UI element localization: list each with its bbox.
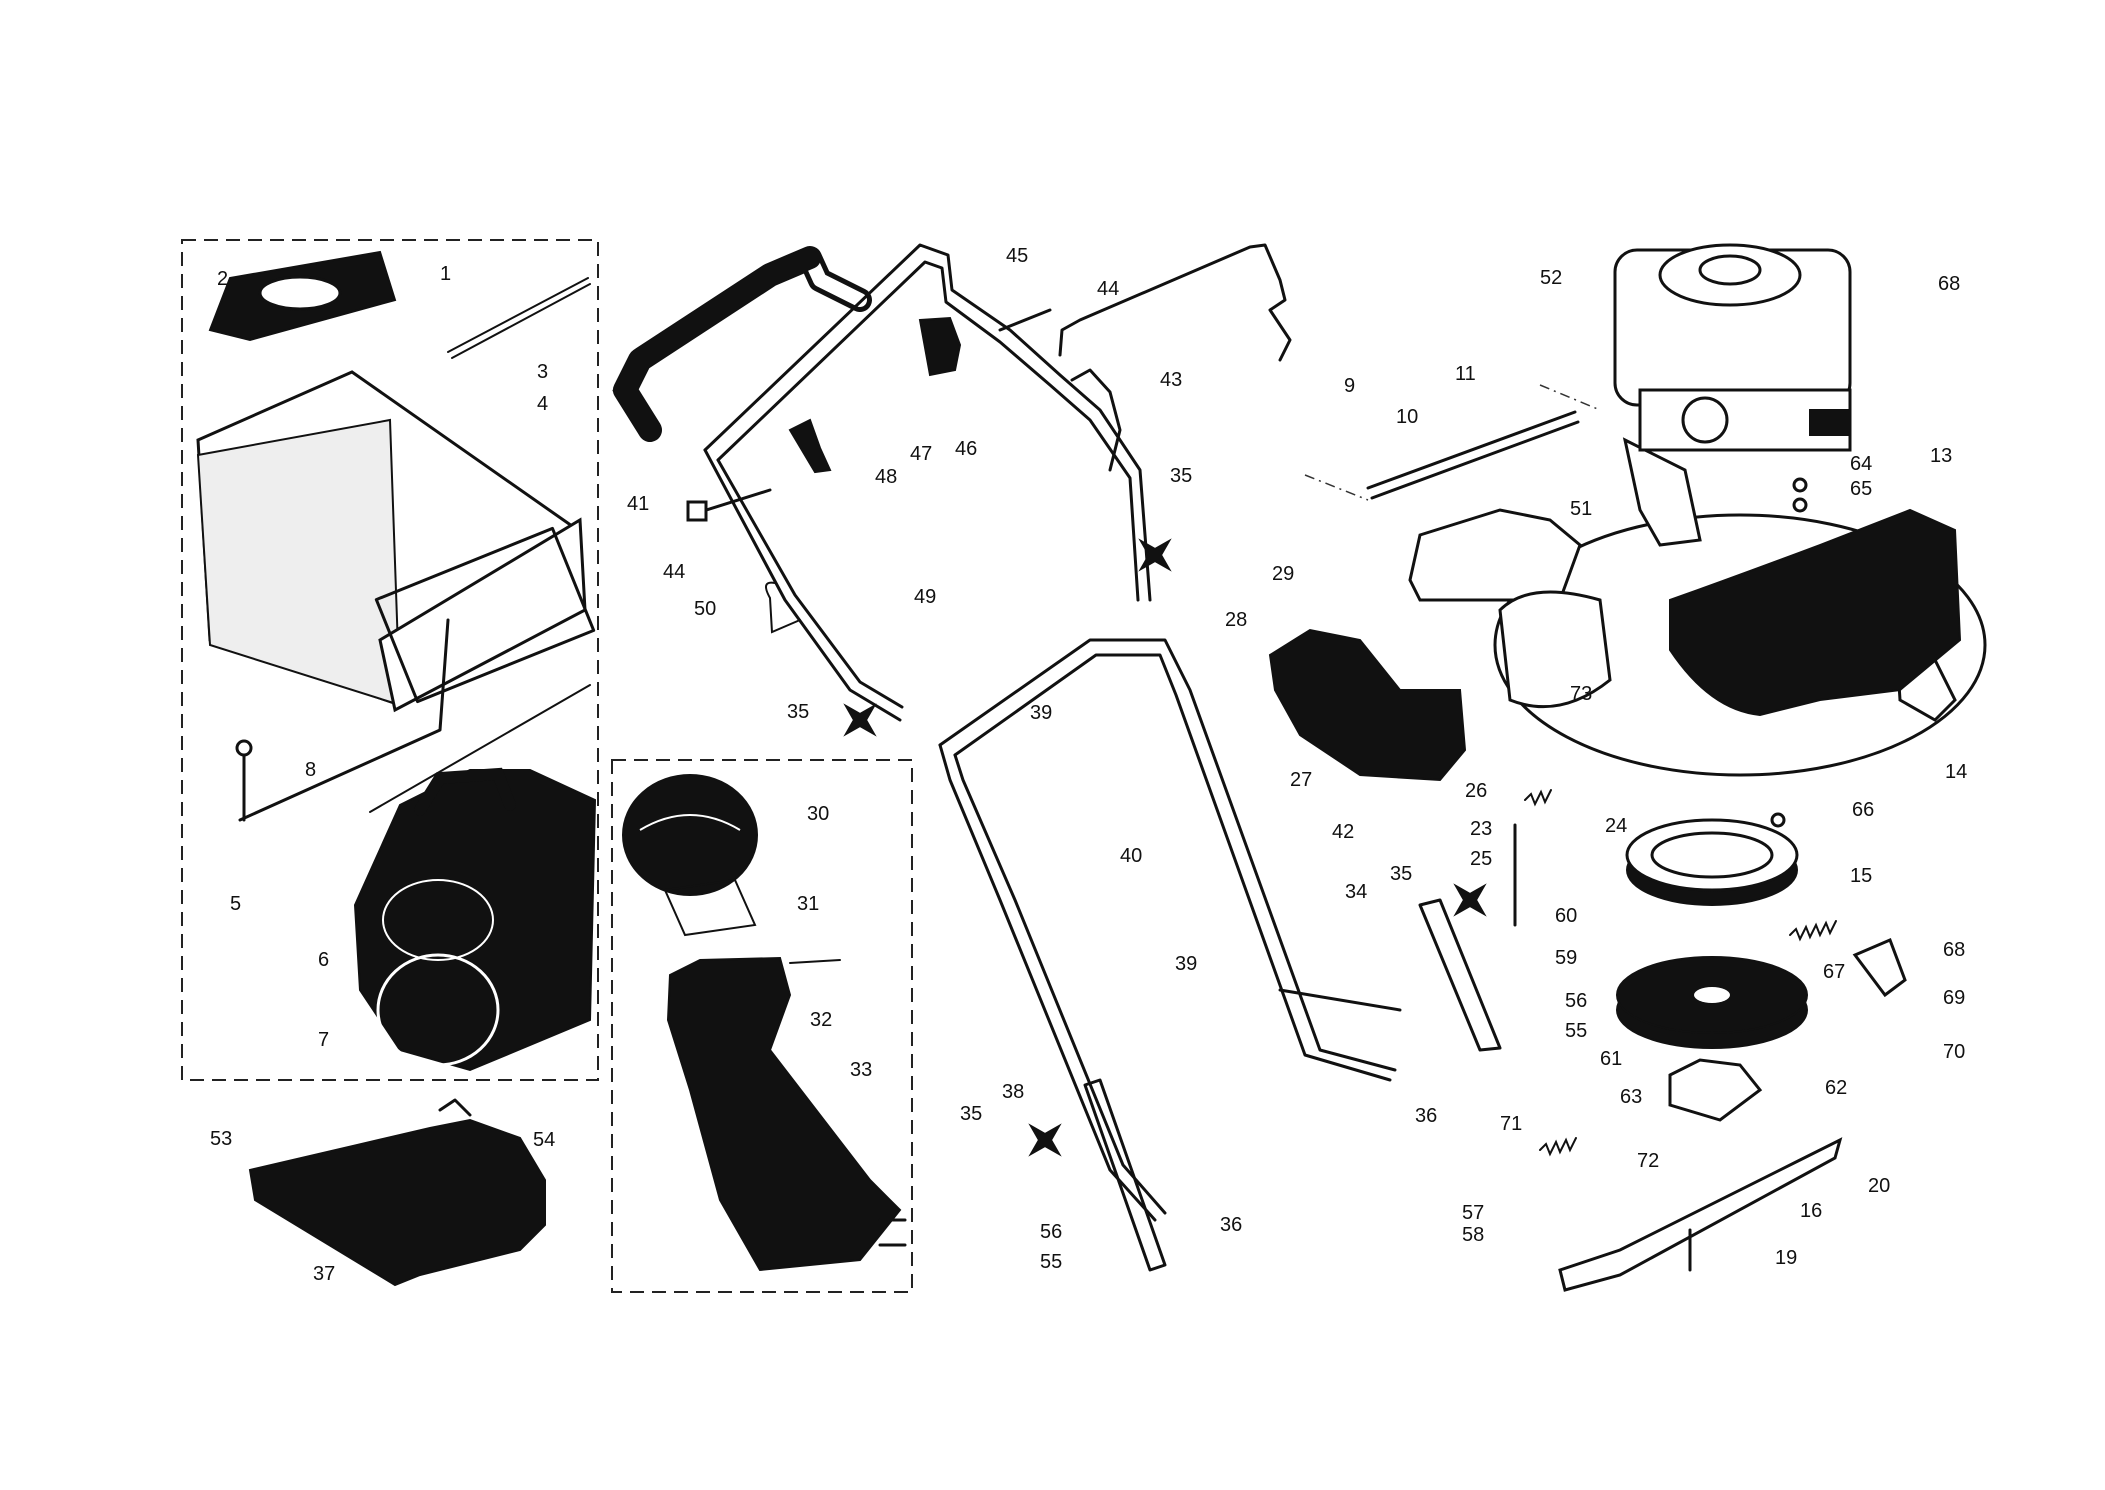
callout-c6: 6 bbox=[318, 949, 329, 971]
callout-c39a: 39 bbox=[1030, 702, 1052, 724]
callout-c24: 24 bbox=[1605, 815, 1627, 837]
callout-c46: 46 bbox=[955, 438, 977, 460]
callout-c54: 54 bbox=[533, 1129, 555, 1151]
springs-hardware bbox=[1513, 477, 1907, 1157]
callout-c25: 25 bbox=[1470, 848, 1492, 870]
callout-c11: 11 bbox=[1455, 363, 1476, 385]
callout-c52: 52 bbox=[1540, 267, 1562, 289]
callout-c69: 69 bbox=[1943, 987, 1965, 1009]
callout-c14: 14 bbox=[1945, 761, 1967, 783]
callout-c68a: 68 bbox=[1938, 273, 1960, 295]
callout-c23: 23 bbox=[1470, 818, 1492, 840]
callout-c3: 3 bbox=[537, 361, 548, 383]
callout-c63: 63 bbox=[1620, 1086, 1642, 1108]
callout-c59: 59 bbox=[1555, 947, 1577, 969]
callout-c36a: 36 bbox=[1415, 1105, 1437, 1127]
callout-c70: 70 bbox=[1943, 1041, 1965, 1063]
mulch-chute-assembly bbox=[622, 774, 907, 1272]
callout-c73: 73 bbox=[1570, 683, 1592, 705]
callout-c40: 40 bbox=[1120, 845, 1142, 867]
callout-c4: 4 bbox=[537, 393, 548, 415]
callout-c5: 5 bbox=[230, 893, 241, 915]
lower-handle-assembly bbox=[938, 638, 1502, 1272]
callout-c31: 31 bbox=[797, 893, 819, 915]
side-discharge-deflector bbox=[248, 1098, 546, 1287]
callout-c62: 62 bbox=[1825, 1077, 1847, 1099]
callout-c68b: 68 bbox=[1943, 939, 1965, 961]
callout-c15: 15 bbox=[1850, 865, 1872, 887]
callout-c42: 42 bbox=[1332, 821, 1354, 843]
mulch-plug bbox=[1268, 628, 1467, 782]
callout-c39b: 39 bbox=[1175, 953, 1197, 975]
callout-c33: 33 bbox=[850, 1059, 872, 1081]
callout-c35d: 35 bbox=[960, 1103, 982, 1125]
operator-bail bbox=[1058, 243, 1292, 472]
callout-c30: 30 bbox=[807, 803, 829, 825]
blade-adapter-stack bbox=[1616, 818, 1808, 1122]
callout-c65: 65 bbox=[1850, 478, 1872, 500]
callout-c50: 50 bbox=[694, 598, 716, 620]
callout-c51: 51 bbox=[1570, 498, 1592, 520]
rear-axle bbox=[1304, 384, 1601, 501]
callout-c7: 7 bbox=[318, 1029, 329, 1051]
callout-c55a: 55 bbox=[1040, 1251, 1062, 1273]
callout-c44b: 44 bbox=[663, 561, 685, 583]
callout-c35b: 35 bbox=[1170, 465, 1192, 487]
callout-c27: 27 bbox=[1290, 769, 1312, 791]
callout-c71: 71 bbox=[1500, 1113, 1522, 1135]
callout-c43: 43 bbox=[1160, 369, 1182, 391]
callout-c57: 57 bbox=[1462, 1202, 1484, 1224]
handle-knobs bbox=[843, 538, 1487, 1157]
callout-c20: 20 bbox=[1868, 1175, 1890, 1197]
rear-guard bbox=[1669, 508, 1962, 717]
callout-c53: 53 bbox=[210, 1128, 232, 1150]
callout-c48: 48 bbox=[875, 466, 897, 488]
engine bbox=[1613, 243, 1852, 452]
callout-c56a: 56 bbox=[1040, 1221, 1062, 1243]
callout-c72: 72 bbox=[1637, 1150, 1659, 1172]
callout-c35c: 35 bbox=[1390, 863, 1412, 885]
callout-c67: 67 bbox=[1823, 961, 1845, 983]
callout-c58: 58 bbox=[1462, 1224, 1484, 1246]
callout-c60: 60 bbox=[1555, 905, 1577, 927]
callout-c47: 47 bbox=[910, 443, 932, 465]
callout-c37: 37 bbox=[313, 1263, 335, 1285]
callout-c1: 1 bbox=[440, 263, 451, 285]
callout-c34: 34 bbox=[1345, 881, 1367, 903]
callout-c29: 29 bbox=[1272, 563, 1294, 585]
callout-c2: 2 bbox=[217, 268, 228, 290]
callout-c61: 61 bbox=[1600, 1048, 1622, 1070]
callout-c9: 9 bbox=[1344, 375, 1355, 397]
callout-c35a: 35 bbox=[787, 701, 809, 723]
callout-c28: 28 bbox=[1225, 609, 1247, 631]
callout-c10: 10 bbox=[1396, 406, 1418, 428]
mower-blade bbox=[1558, 1137, 1843, 1292]
callout-c32: 32 bbox=[810, 1009, 832, 1031]
callout-c55b: 55 bbox=[1565, 1020, 1587, 1042]
callout-c64: 64 bbox=[1850, 453, 1872, 475]
callout-c13: 13 bbox=[1930, 445, 1952, 467]
callout-c36b: 36 bbox=[1220, 1214, 1242, 1236]
grass-bag-assembly bbox=[196, 250, 597, 1072]
callout-c19: 19 bbox=[1775, 1247, 1797, 1269]
callout-c26: 26 bbox=[1465, 780, 1487, 802]
callout-c41: 41 bbox=[627, 493, 649, 515]
callout-c56b: 56 bbox=[1565, 990, 1587, 1012]
grass-bag-group-box bbox=[181, 239, 599, 1081]
callout-c49: 49 bbox=[914, 586, 936, 608]
mulch-chute-group-box bbox=[611, 759, 913, 1293]
callout-c66: 66 bbox=[1852, 799, 1874, 821]
callout-c44a: 44 bbox=[1097, 278, 1119, 300]
callout-c45: 45 bbox=[1006, 245, 1028, 267]
callout-c38: 38 bbox=[1002, 1081, 1024, 1103]
callout-c8: 8 bbox=[305, 759, 316, 781]
callout-c16: 16 bbox=[1800, 1200, 1822, 1222]
